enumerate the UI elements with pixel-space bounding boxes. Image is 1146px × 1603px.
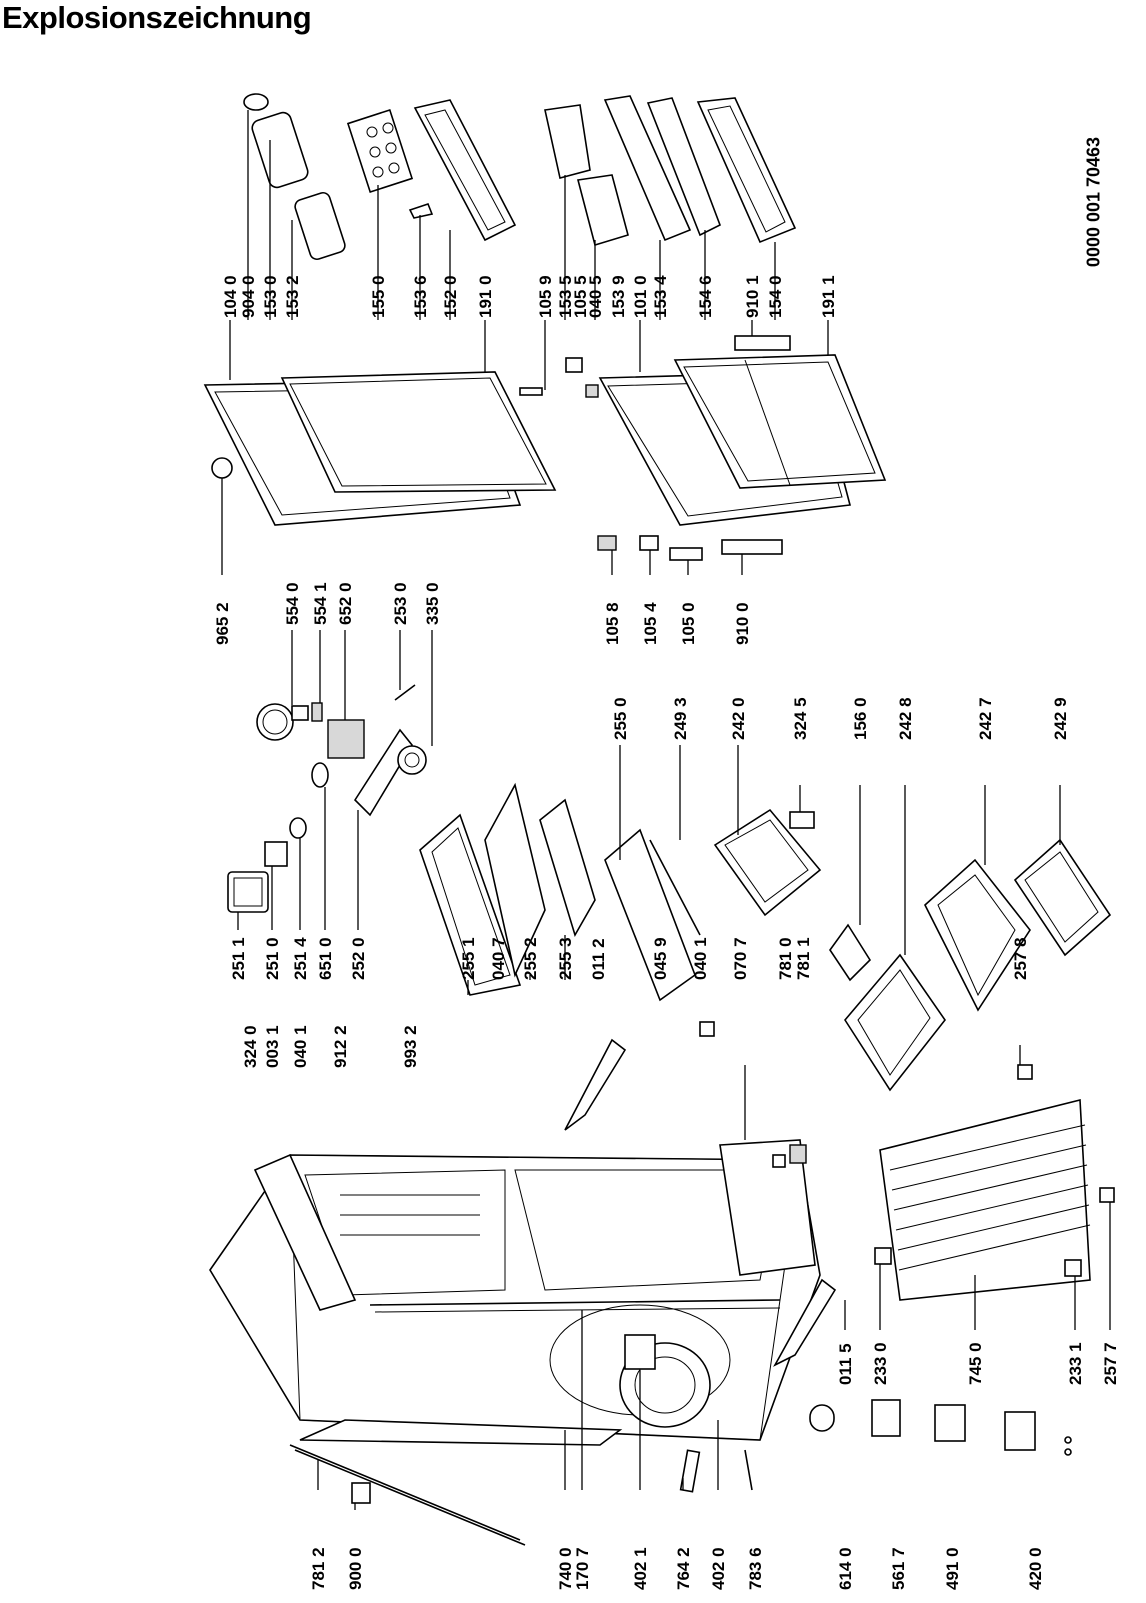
part-label: 191 0: [476, 275, 495, 318]
part-label: 233 1: [1066, 1342, 1085, 1385]
part-label: 745 0: [966, 1342, 985, 1385]
part-label: 153 9: [609, 275, 628, 318]
part-label: 252 0: [349, 937, 368, 980]
part-label: 561 7: [889, 1547, 908, 1590]
part-label: 255 2: [521, 937, 540, 980]
part-label: 105 4: [641, 602, 660, 645]
hinge-parts: [519, 335, 791, 561]
part-label: 105 5: [571, 275, 590, 318]
cabinet-body: [209, 1139, 821, 1441]
part-label: 152 0: [441, 275, 460, 318]
part-label: 491 0: [943, 1547, 962, 1590]
part-label: 554 1: [311, 582, 330, 625]
condenser-rack: [874, 1098, 1115, 1301]
glass-shelves: [419, 782, 701, 1002]
part-label: 993 2: [401, 1025, 420, 1068]
part-label: 153 2: [283, 275, 302, 318]
part-label: 783 6: [746, 1547, 765, 1590]
part-label: 153 5: [556, 275, 575, 318]
part-label: 740 0: [556, 1547, 575, 1590]
freezer-drawers: [713, 808, 1112, 1092]
part-label: 335 0: [423, 582, 442, 625]
part-label: 070 7: [731, 937, 750, 980]
part-label: 904 0: [239, 275, 258, 318]
part-label: 153 6: [411, 275, 430, 318]
leader-lines: [221, 110, 1111, 1510]
part-label: 255 0: [611, 697, 630, 740]
part-label: 191 1: [819, 275, 838, 318]
document-number: 0000 001 70463: [1083, 136, 1104, 268]
part-label: 651 0: [316, 937, 335, 980]
part-label: 257 7: [1101, 1342, 1120, 1385]
part-label: 045 9: [651, 937, 670, 980]
part-label: 402 1: [631, 1547, 650, 1590]
part-label: 154 0: [766, 275, 785, 318]
part-label: 912 2: [331, 1025, 350, 1068]
part-label: 003 1: [263, 1025, 282, 1068]
compressor: [619, 1334, 711, 1428]
part-label: 253 0: [391, 582, 410, 625]
part-label: 154 6: [696, 275, 715, 318]
part-label: 040 1: [691, 937, 710, 980]
part-label: 104 0: [221, 275, 240, 318]
part-label: 554 0: [283, 582, 302, 625]
part-label: 781 0: [776, 937, 795, 980]
part-label: 040 5: [586, 275, 605, 318]
door-parts: [243, 93, 797, 261]
part-label: 242 0: [729, 697, 748, 740]
part-label: 910 1: [743, 275, 762, 318]
lower-door-assembly: [598, 354, 887, 526]
page-title: Explosionszeichnung: [2, 0, 312, 35]
part-label: 420 0: [1026, 1547, 1045, 1590]
part-label: 153 4: [651, 275, 670, 318]
part-label: 900 0: [346, 1547, 365, 1590]
part-label: 910 0: [733, 602, 752, 645]
part-label: 251 0: [263, 937, 282, 980]
part-label: 153 0: [261, 275, 280, 318]
part-label: 155 0: [369, 275, 388, 318]
part-label: 105 9: [536, 275, 555, 318]
part-label: 402 0: [709, 1547, 728, 1590]
part-label: 251 4: [291, 937, 310, 980]
part-label: 233 0: [871, 1342, 890, 1385]
document-number-box: 0000 001 70463: [1080, 122, 1108, 282]
upper-door-assembly: [203, 371, 557, 526]
drain-and-misc: [289, 1021, 1072, 1546]
part-label: 040 7: [489, 937, 508, 980]
part-label: 255 3: [556, 937, 575, 980]
part-label: 105 8: [603, 602, 622, 645]
part-label: 781 2: [309, 1547, 328, 1590]
part-label: 011 2: [589, 938, 608, 980]
part-label: 965 2: [213, 602, 232, 645]
part-label: 101 0: [631, 275, 650, 318]
part-label: 324 5: [791, 697, 810, 740]
part-label: 764 2: [674, 1547, 693, 1590]
part-label: 242 9: [1051, 697, 1070, 740]
part-label: 249 3: [671, 697, 690, 740]
part-label: 614 0: [836, 1547, 855, 1590]
part-label: 156 0: [851, 697, 870, 740]
part-label: 652 0: [336, 582, 355, 625]
light-thermostat-parts: [227, 684, 427, 913]
part-label: 242 8: [896, 697, 915, 740]
part-label: 242 7: [976, 697, 995, 740]
part-label: 170 7: [573, 1547, 592, 1590]
part-label: 251 1: [229, 937, 248, 980]
part-label: 324 0: [241, 1025, 260, 1068]
part-label: 255 1: [459, 937, 478, 980]
part-label: 257 8: [1011, 937, 1030, 980]
part-label: 011 5: [836, 1343, 855, 1385]
part-label: 040 1: [291, 1025, 310, 1068]
part-label: 105 0: [679, 602, 698, 645]
part-label: 781 1: [794, 937, 813, 980]
